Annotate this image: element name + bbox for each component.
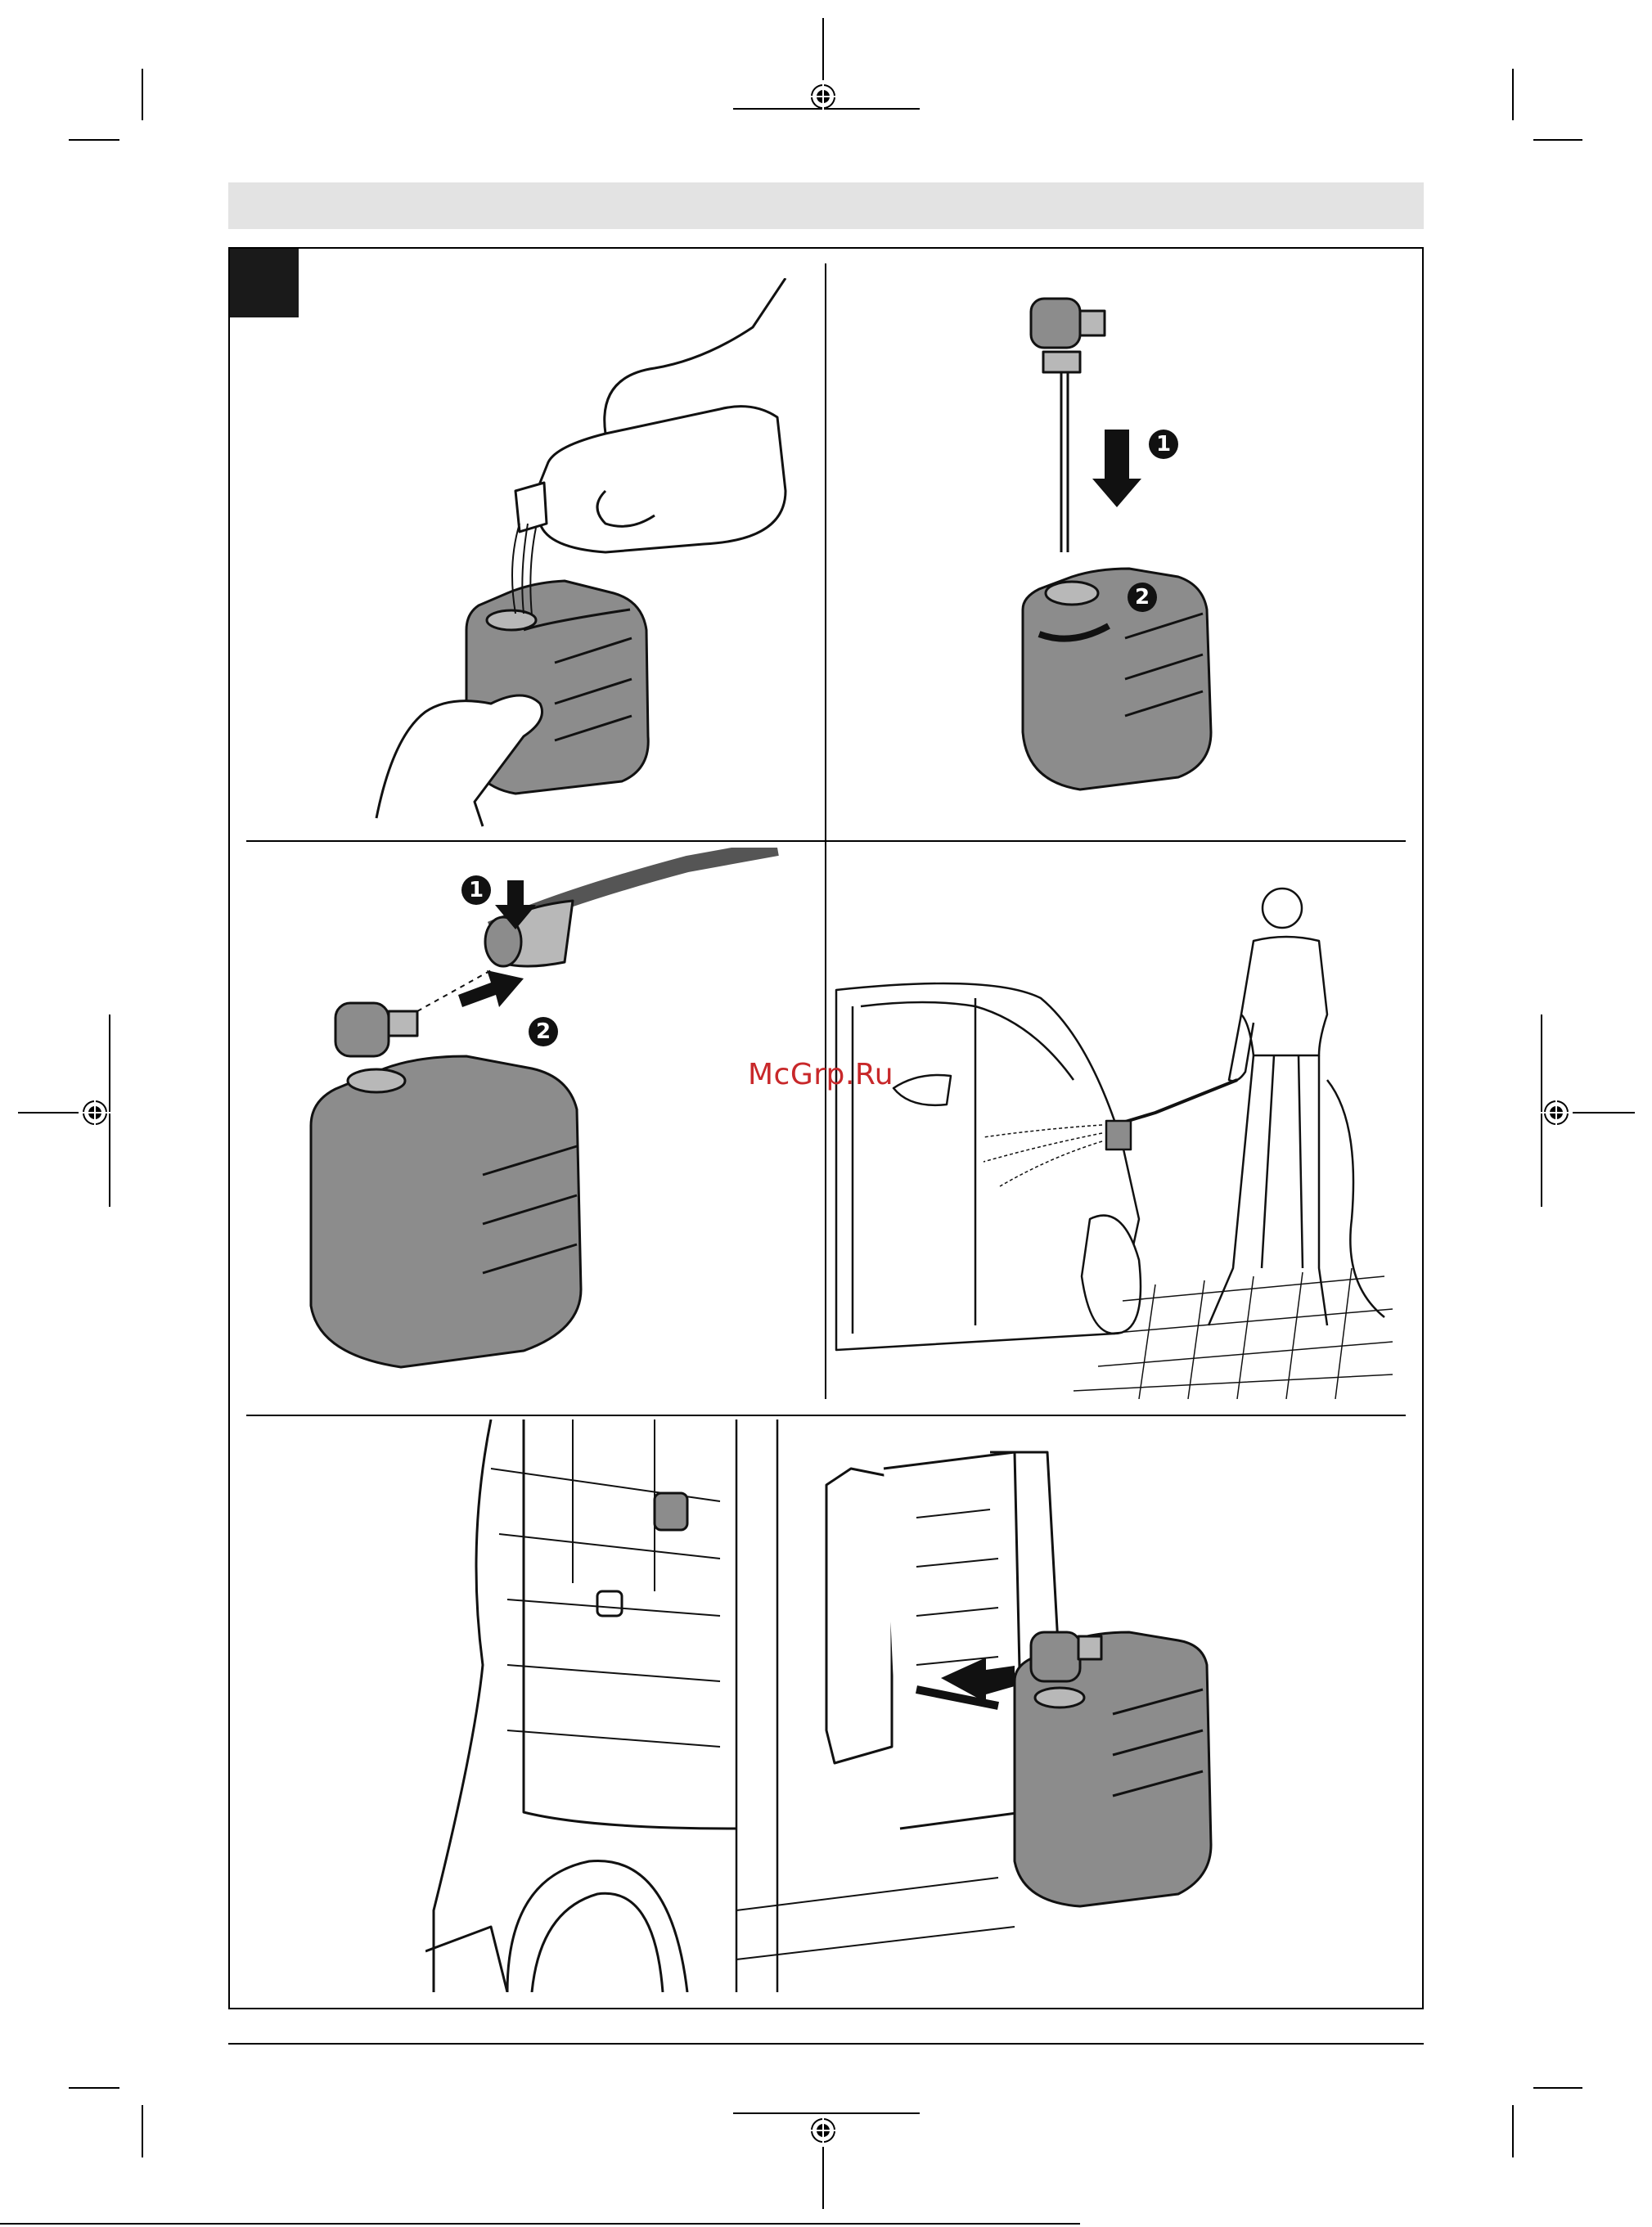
panel-wash-car (828, 875, 1401, 1399)
panel-mount-tank (425, 1419, 1293, 1992)
panel-insert-hose (1006, 282, 1252, 806)
watermark: McGrp.Ru (748, 1058, 894, 1091)
step-badge-1: 1 (1149, 430, 1178, 459)
panel-pour-detergent (360, 278, 802, 835)
step-badge-2: 2 (1128, 583, 1157, 612)
step-badge-1: 1 (461, 875, 491, 905)
step-badge-2: 2 (529, 1017, 558, 1046)
panel-attach-to-gun (303, 848, 818, 1404)
footer-rule (228, 2043, 1424, 2045)
